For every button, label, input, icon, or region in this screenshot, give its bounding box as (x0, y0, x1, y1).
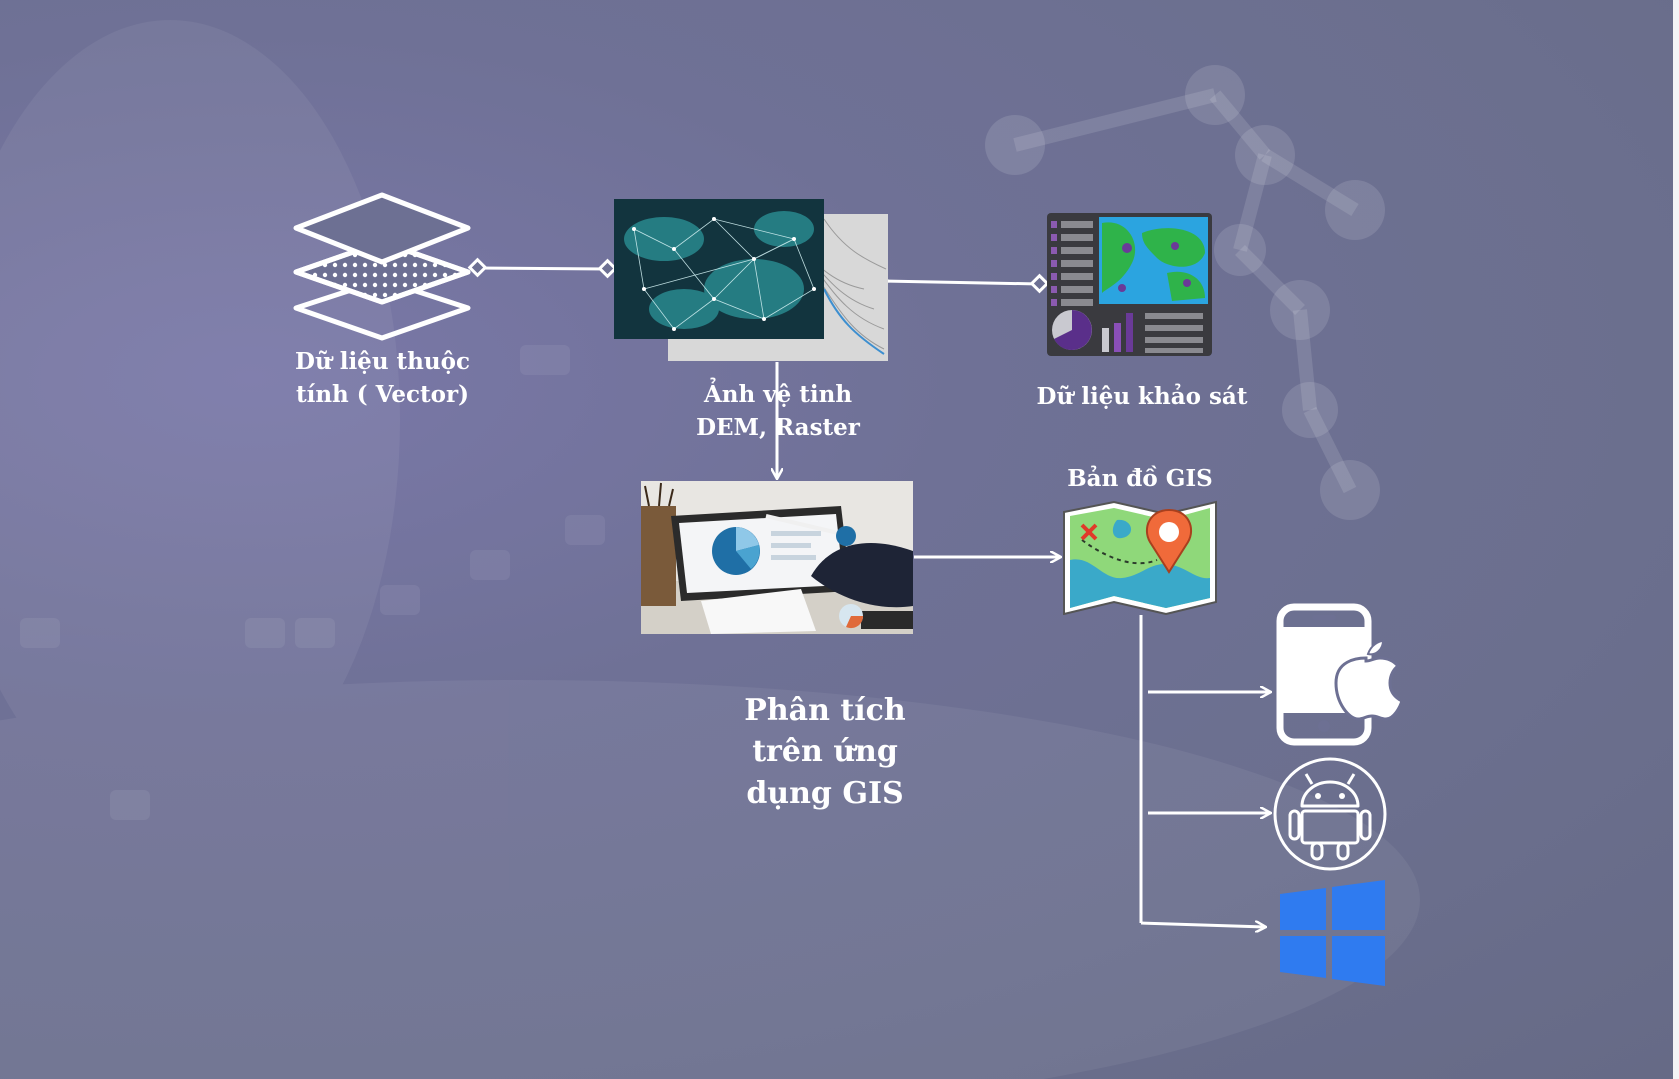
satellite-image-icon (614, 199, 888, 361)
survey-data-label: Dữ liệu khảo sát (1036, 383, 1248, 410)
arrow-to-windows (1140, 923, 1265, 927)
android-icon (1273, 757, 1387, 871)
gis-map-label: Bản đồ GIS (1067, 465, 1213, 492)
windows-icon (1280, 880, 1385, 986)
analysis-label-line3: dụng GIS (746, 775, 904, 811)
satellite-label-line1: Ảnh vệ tinh (703, 381, 853, 408)
vector-label-line2: tính ( Vector) (295, 381, 470, 409)
map-pin-icon (1063, 500, 1217, 615)
analysis-photo-icon (641, 481, 913, 634)
connector-satellite-survey (879, 279, 1041, 286)
satellite-label-line2: DEM, Raster (696, 414, 860, 442)
gis-analysis-label: Phân tích trên ứng dụng GIS (735, 690, 915, 814)
connector-vector-satellite (477, 266, 609, 271)
survey-dashboard-icon (1047, 213, 1212, 356)
analysis-label-line2: trên ứng (752, 734, 898, 770)
vector-label-line1: Dữ liệu thuộc (295, 348, 470, 375)
vector-data-label: Dữ liệu thuộc tính ( Vector) (280, 345, 485, 412)
analysis-label-line1: Phân tích (744, 693, 906, 728)
layers-icon (293, 192, 471, 341)
satellite-data-label: Ảnh vệ tinh DEM, Raster (678, 378, 878, 445)
window-edge-strip (1673, 0, 1679, 1079)
apple-phone-icon (1276, 603, 1400, 746)
